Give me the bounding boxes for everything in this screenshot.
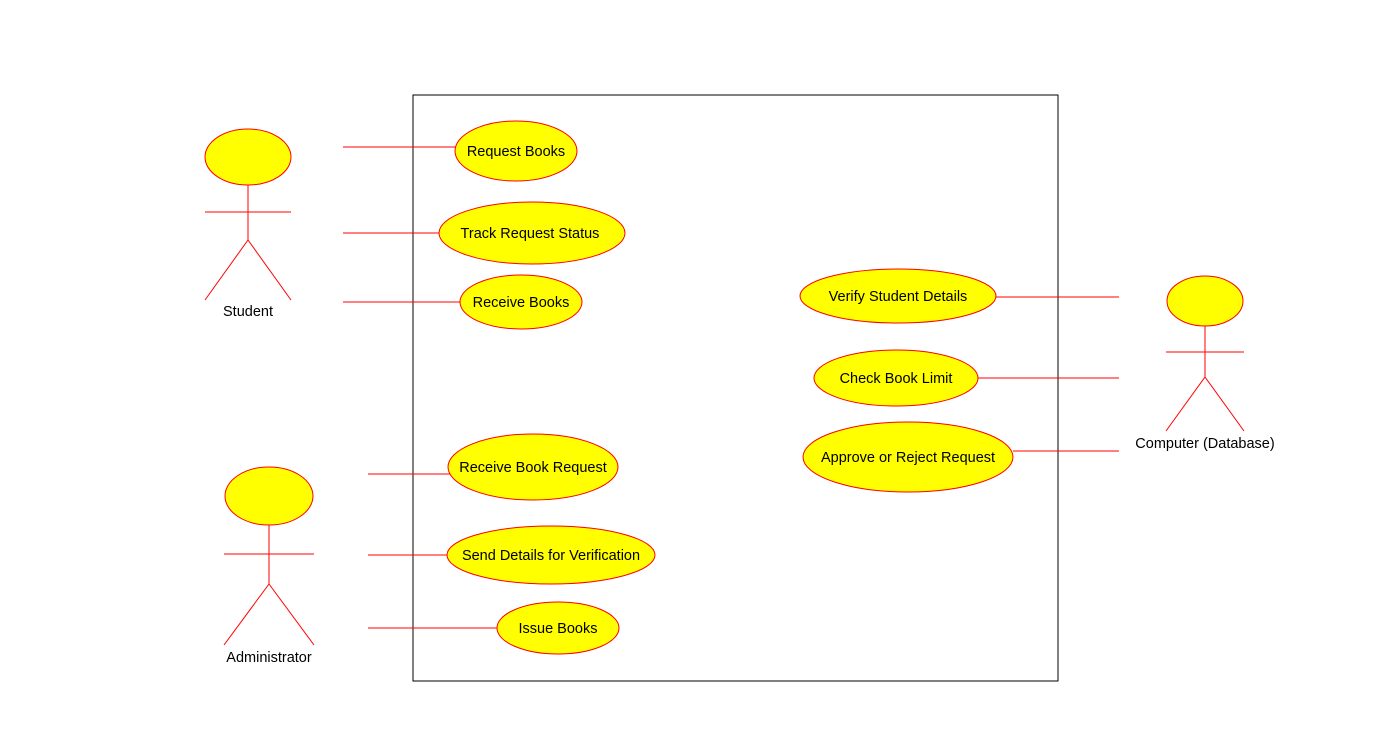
usecase-check-book-limit[interactable]: Check Book Limit xyxy=(813,349,979,407)
usecase-label: Verify Student Details xyxy=(829,289,968,305)
usecase-ellipse xyxy=(459,274,583,330)
usecase-ellipse xyxy=(802,421,1014,493)
usecase-issue-books[interactable]: Issue Books xyxy=(496,601,620,655)
actor-computer-database[interactable]: Computer (Database) xyxy=(1135,275,1275,452)
actor-right-leg xyxy=(268,583,315,646)
actor-left-leg xyxy=(204,239,249,301)
actor-head xyxy=(204,128,292,186)
usecase-label: Approve or Reject Request xyxy=(821,450,995,466)
actor-student[interactable]: Student xyxy=(204,128,292,320)
usecase-label: Track Request Status xyxy=(461,226,600,242)
usecase-label: Check Book Limit xyxy=(840,371,953,387)
actor-label: Administrator xyxy=(226,650,312,666)
usecase-track-request-status[interactable]: Track Request Status xyxy=(438,201,626,265)
usecase-verify-student-details[interactable]: Verify Student Details xyxy=(799,268,997,324)
actor-head xyxy=(224,466,314,526)
usecase-request-books[interactable]: Request Books xyxy=(454,120,578,182)
usecase-ellipse xyxy=(813,349,979,407)
usecase-send-details-for-verification[interactable]: Send Details for Verification xyxy=(446,525,656,585)
actor-label: Computer (Database) xyxy=(1135,436,1274,452)
usecase-label: Receive Books xyxy=(473,295,570,311)
actor-head xyxy=(1166,275,1244,327)
usecase-ellipse xyxy=(438,201,626,265)
usecase-label: Send Details for Verification xyxy=(462,548,640,564)
usecase-ellipse xyxy=(496,601,620,655)
usecase-ellipse xyxy=(454,120,578,182)
actor-right-leg xyxy=(247,239,292,301)
actor-left-leg xyxy=(223,583,270,646)
actor-administrator[interactable]: Administrator xyxy=(223,466,315,666)
usecase-ellipse xyxy=(446,525,656,585)
actor-left-leg xyxy=(1165,376,1206,432)
usecase-label: Issue Books xyxy=(519,621,598,637)
usecase-approve-or-reject-request[interactable]: Approve or Reject Request xyxy=(802,421,1014,493)
usecase-label: Receive Book Request xyxy=(459,460,607,476)
usecase-ellipse xyxy=(447,433,619,501)
actor-label: Student xyxy=(223,304,273,320)
usecase-ellipse xyxy=(799,268,997,324)
system-boundary xyxy=(412,94,1059,682)
usecase-receive-books[interactable]: Receive Books xyxy=(459,274,583,330)
usecase-receive-book-request[interactable]: Receive Book Request xyxy=(447,433,619,501)
actor-right-leg xyxy=(1204,376,1245,432)
usecase-label: Request Books xyxy=(467,144,565,160)
